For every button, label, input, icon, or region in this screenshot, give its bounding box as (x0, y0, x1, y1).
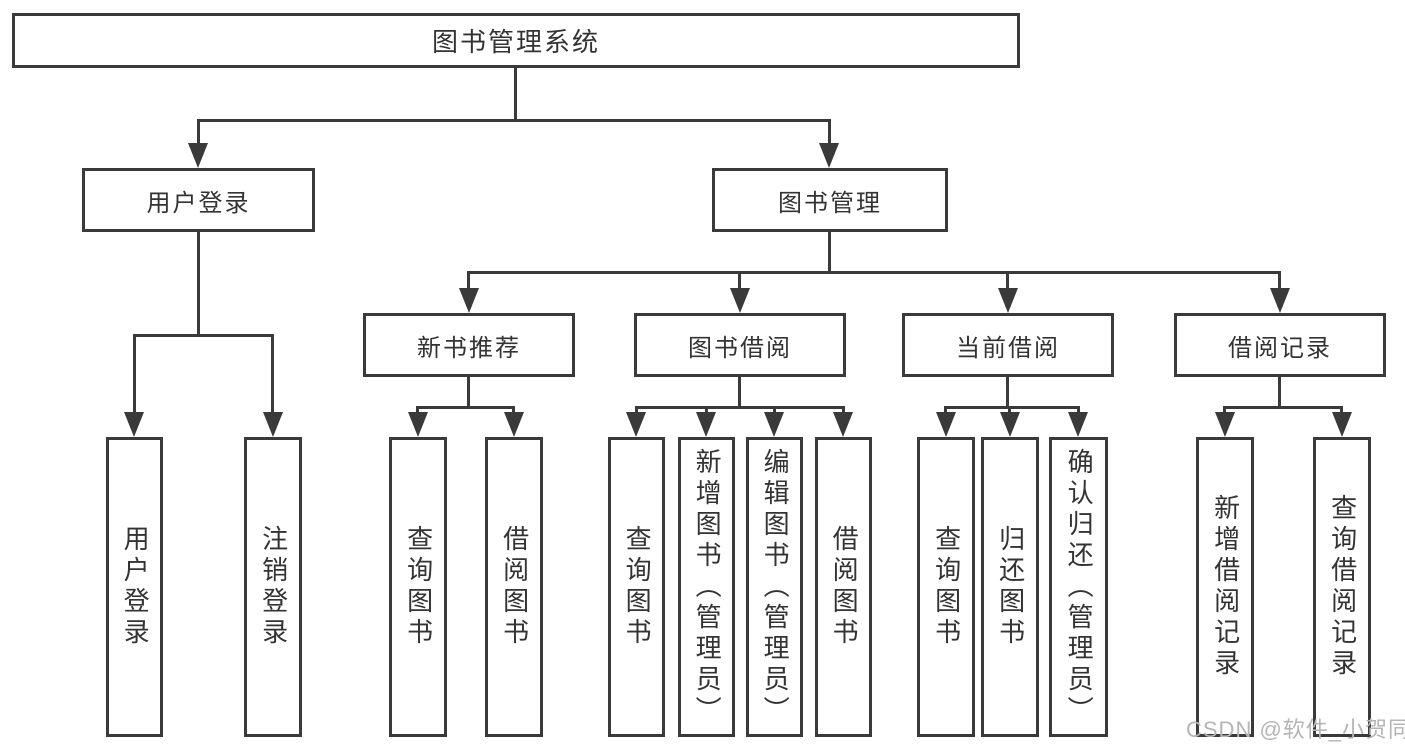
arrowhead-down-icon (188, 143, 208, 168)
leaf-borrow-books-recommend: 借阅图书 (485, 437, 543, 737)
user-login-split-bar (133, 334, 274, 337)
leaf-return-books: 归还图书 (981, 437, 1039, 737)
book-management-drop-line (1278, 271, 1281, 295)
leaf-query-books-current-label: 查询图书 (931, 525, 962, 649)
root-drop-right-line (828, 119, 831, 149)
leaf-borrow-books-borrowing-label: 借阅图书 (829, 525, 860, 649)
node-new-book-recommendation: 新书推荐 (363, 313, 575, 377)
leaf-return-books-label: 归还图书 (995, 525, 1026, 649)
arrowhead-down-icon (459, 288, 479, 313)
arrowhead-down-icon (764, 412, 784, 437)
node-root-label: 图书管理系统 (431, 27, 600, 57)
user-login-trunk-line (197, 231, 200, 336)
arrowhead-down-icon (833, 412, 853, 437)
leaf-query-books-borrowing: 查询图书 (608, 437, 665, 737)
book-management-drop-line (1006, 271, 1009, 295)
leaf-query-books-current: 查询图书 (917, 437, 975, 737)
arrowhead-down-icon (819, 143, 839, 168)
leaf-add-book-admin-label: 新增图书（管理员） (692, 447, 723, 727)
leaf-confirm-return-admin-label: 确认归还（管理员） (1064, 447, 1095, 727)
new-book-trunk-line (467, 376, 470, 409)
new-book-split-bar (416, 406, 515, 409)
leaf-query-books-recommend: 查询图书 (389, 437, 447, 737)
leaf-borrow-books-recommend-label: 借阅图书 (499, 525, 530, 649)
leaf-user-login-label: 用户登录 (120, 525, 151, 649)
watermark: CSDN @软件_小贺同学 (1186, 717, 1405, 742)
arrowhead-down-icon (1000, 412, 1020, 437)
root-split-bar (197, 119, 831, 122)
node-current-borrowing: 当前借阅 (902, 313, 1114, 377)
book-borrowing-trunk-line (738, 376, 741, 409)
arrowhead-down-icon (408, 412, 428, 437)
node-new-book-recommendation-label: 新书推荐 (417, 334, 521, 362)
node-root: 图书管理系统 (12, 13, 1020, 68)
borrowing-records-trunk-line (1278, 376, 1281, 409)
arrowhead-down-icon (626, 412, 646, 437)
leaf-add-borrow-record-label: 新增借阅记录 (1210, 494, 1241, 680)
node-borrowing-records-label: 借阅记录 (1228, 334, 1332, 362)
node-book-borrowing-label: 图书借阅 (688, 334, 792, 362)
arrowhead-down-icon (1332, 412, 1352, 437)
arrowhead-down-icon (730, 288, 750, 313)
node-user-login: 用户登录 (82, 168, 315, 232)
leaf-edit-book-admin-label: 编辑图书（管理员） (760, 447, 791, 727)
book-management-drop-line (467, 271, 470, 295)
node-user-login-label: 用户登录 (146, 189, 251, 217)
leaf-logout: 注销登录 (244, 437, 302, 737)
root-drop-left-line (197, 119, 200, 149)
arrowhead-down-icon (998, 288, 1018, 313)
user-login-drop-line (133, 334, 136, 420)
book-borrowing-split-bar (635, 406, 845, 409)
arrowhead-down-icon (1270, 288, 1290, 313)
node-book-management-label: 图书管理 (778, 189, 882, 217)
leaf-query-books-recommend-label: 查询图书 (403, 525, 434, 649)
node-book-management: 图书管理 (712, 168, 948, 232)
arrowhead-down-icon (1068, 412, 1088, 437)
arrowhead-down-icon (936, 412, 956, 437)
node-borrowing-records: 借阅记录 (1174, 313, 1386, 377)
arrowhead-down-icon (1215, 412, 1235, 437)
node-current-borrowing-label: 当前借阅 (956, 334, 1060, 362)
arrowhead-down-icon (696, 412, 716, 437)
book-management-trunk-line (828, 231, 831, 273)
leaf-add-book-admin: 新增图书（管理员） (678, 437, 735, 737)
book-management-split-bar (467, 271, 1281, 274)
arrowhead-down-icon (124, 412, 144, 437)
leaf-query-books-borrowing-label: 查询图书 (622, 525, 653, 649)
leaf-confirm-return-admin: 确认归还（管理员） (1049, 437, 1108, 737)
node-book-borrowing: 图书借阅 (634, 313, 846, 377)
leaf-edit-book-admin: 编辑图书（管理员） (746, 437, 803, 737)
arrowhead-down-icon (263, 412, 283, 437)
root-trunk-line (514, 67, 517, 121)
leaf-add-borrow-record: 新增借阅记录 (1196, 437, 1254, 737)
arrowhead-down-icon (504, 412, 524, 437)
leaf-query-borrow-record-label: 查询借阅记录 (1327, 494, 1358, 680)
current-borrowing-split-bar (944, 406, 1080, 409)
leaf-borrow-books-borrowing: 借阅图书 (815, 437, 872, 737)
book-management-drop-line (738, 271, 741, 295)
leaf-logout-label: 注销登录 (258, 525, 289, 649)
borrowing-records-split-bar (1223, 406, 1343, 409)
leaf-query-borrow-record: 查询借阅记录 (1313, 437, 1371, 737)
leaf-user-login: 用户登录 (106, 437, 163, 737)
current-borrowing-trunk-line (1006, 376, 1009, 409)
user-login-drop-line (271, 334, 274, 420)
